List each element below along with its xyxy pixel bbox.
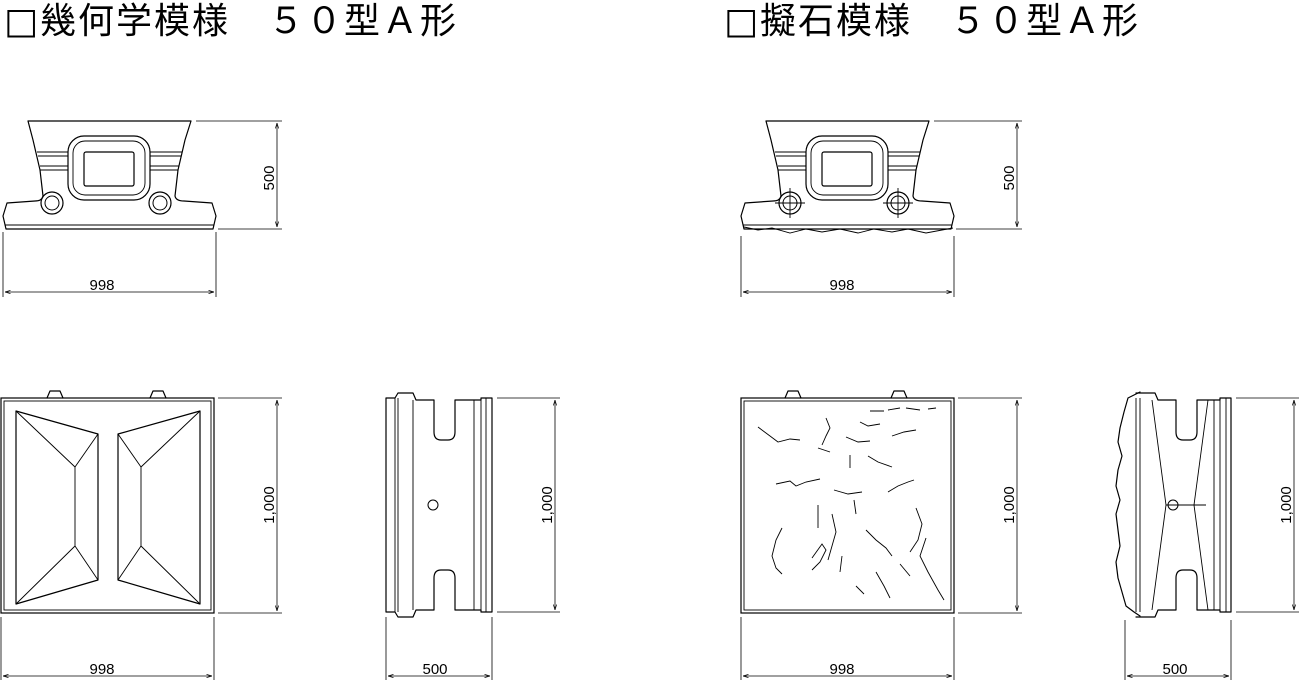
dim-depth-500-geo-side: 500 (422, 661, 447, 678)
dim-width-998-geo-plan: 998 (89, 661, 114, 678)
dim-height-500-stone: 500 (1001, 165, 1018, 190)
geometric-plan-view (0, 390, 215, 614)
stone-front-view (740, 120, 955, 234)
geometric-front-view (2, 120, 217, 230)
stone-side-dimensions: 1,000 500 (1124, 397, 1299, 680)
geometric-side-dimensions: 1,000 500 (385, 397, 560, 680)
title-stone-pattern: □擬石模様 ５０型Ａ形 (724, 1, 1141, 42)
stone-plan-view (740, 390, 955, 614)
stone-side-view (1115, 391, 1232, 618)
stone-crack-pattern (757, 407, 945, 601)
dim-width-998-stone-plan: 998 (829, 661, 854, 678)
geometric-plan-dimensions: 1,000 998 (0, 397, 282, 680)
dim-length-1000-geo-plan: 1,000 (261, 486, 278, 524)
dim-depth-500-stone-side: 500 (1162, 661, 1187, 678)
geometric-front-dimensions: 500 998 (2, 120, 282, 297)
title-geometric-pattern: □幾何学模様 ５０型Ａ形 (4, 1, 459, 42)
dim-length-1000-stone-plan: 1,000 (1001, 486, 1018, 524)
dim-length-1000-geo-side: 1,000 (539, 486, 556, 524)
stone-front-dimensions: 500 998 (740, 120, 1022, 297)
geometric-side-view (385, 392, 493, 618)
stone-plan-dimensions: 1,000 998 (740, 397, 1022, 680)
dim-length-1000-stone-side: 1,000 (1278, 486, 1295, 524)
dim-width-998-stone-front: 998 (829, 277, 854, 294)
dim-height-500-geo: 500 (261, 165, 278, 190)
dim-width-998-geo-front: 998 (89, 277, 114, 294)
